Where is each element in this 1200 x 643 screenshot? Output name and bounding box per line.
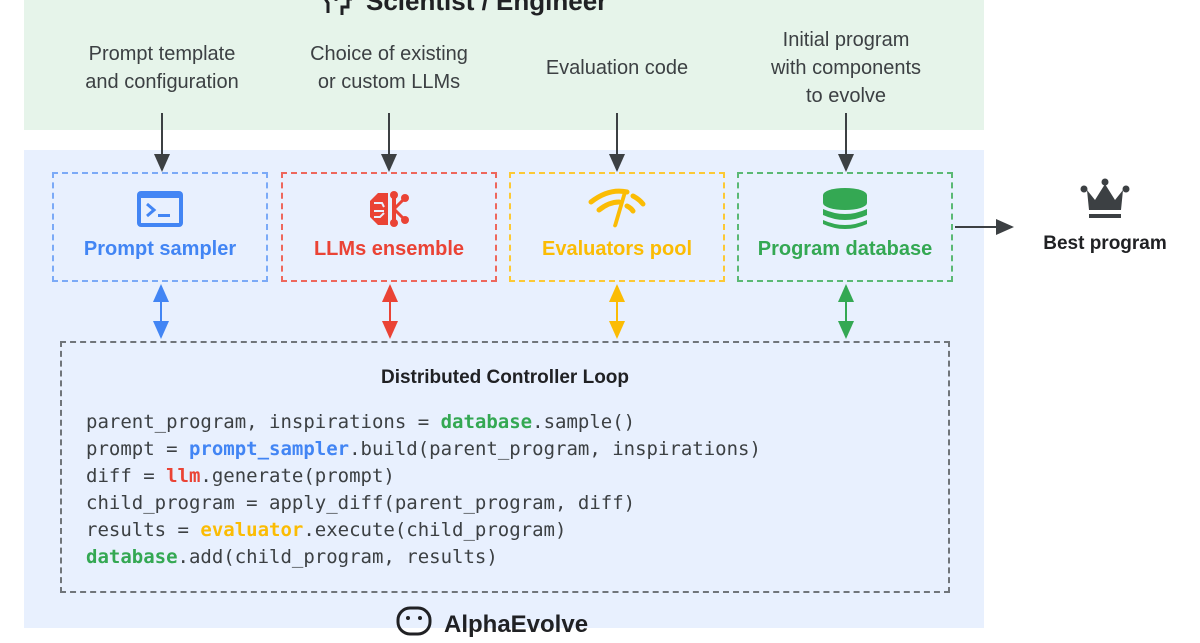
alphaevolve-panel bbox=[24, 150, 984, 628]
program-database-box: Program database bbox=[737, 172, 953, 282]
best-program-label: Best program bbox=[1043, 233, 1167, 254]
controller-loop-title: Distributed Controller Loop bbox=[380, 367, 630, 388]
ai-brain-icon bbox=[366, 188, 412, 230]
code-text: results = bbox=[86, 519, 201, 541]
evaluators-pool-box: Evaluators pool bbox=[509, 172, 725, 282]
terminal-icon bbox=[135, 188, 185, 230]
code-text: .sample() bbox=[532, 411, 636, 433]
code-keyword: database bbox=[86, 546, 178, 568]
input-label-eval: Evaluation code bbox=[507, 54, 727, 82]
input-label-line: Choice of existing bbox=[310, 43, 468, 65]
input-label-llm: Choice of existing or custom LLMs bbox=[279, 40, 499, 96]
program-database-label: Program database bbox=[757, 238, 933, 260]
best-program: Best program bbox=[1030, 178, 1180, 255]
code-keyword: prompt_sampler bbox=[188, 438, 350, 460]
database-icon bbox=[821, 188, 869, 230]
code-keyword: database bbox=[440, 411, 533, 433]
input-label-program: Initial program with components to evolve bbox=[736, 26, 956, 110]
code-keyword: evaluator bbox=[200, 519, 304, 541]
code-text: .generate(prompt) bbox=[200, 465, 395, 487]
code-text: .execute(child_program) bbox=[303, 519, 567, 541]
prompt-sampler-box: Prompt sampler bbox=[52, 172, 268, 282]
llms-ensemble-label: LLMs ensemble bbox=[313, 238, 465, 260]
code-text: prompt = bbox=[86, 438, 189, 460]
connectors bbox=[153, 113, 1014, 339]
input-label-line: Prompt template bbox=[88, 43, 236, 65]
code-line: prompt = prompt_sampler.build(parent_pro… bbox=[86, 436, 761, 463]
code-text: child_program = apply_diff(parent_progra… bbox=[86, 492, 636, 514]
code-text: parent_program, inspirations = bbox=[86, 411, 441, 433]
scientist-engineer-title: Scientist / Engineer bbox=[320, 0, 607, 16]
input-label-prompt: Prompt template and configuration bbox=[52, 40, 272, 96]
gauge-icon bbox=[587, 188, 647, 230]
input-label-line: to evolve bbox=[805, 85, 887, 107]
input-label-line: with components bbox=[770, 57, 922, 79]
scientist-engineer-panel bbox=[24, 0, 984, 130]
crown-icon bbox=[1030, 178, 1180, 225]
code-keyword: llm bbox=[166, 465, 201, 487]
code-text: .build(parent_program, inspirations) bbox=[349, 438, 761, 460]
llms-ensemble-box: LLMs ensemble bbox=[281, 172, 497, 282]
code-line: results = evaluator.execute(child_progra… bbox=[86, 517, 761, 544]
input-label-line: Initial program bbox=[782, 29, 910, 51]
code-text: .add(child_program, results) bbox=[177, 546, 498, 568]
controller-loop-box: Distributed Controller Loop parent_progr… bbox=[60, 341, 950, 593]
code-line: parent_program, inspirations = database.… bbox=[86, 409, 761, 436]
evaluators-pool-label: Evaluators pool bbox=[541, 238, 693, 260]
code-text: diff = bbox=[86, 465, 167, 487]
code-line: diff = llm.generate(prompt) bbox=[86, 463, 761, 490]
input-label-line: and configuration bbox=[85, 71, 239, 93]
head-puzzle-icon bbox=[320, 0, 354, 22]
input-label-line: or custom LLMs bbox=[317, 71, 461, 93]
prompt-sampler-label: Prompt sampler bbox=[83, 238, 237, 260]
input-label-line: Evaluation code bbox=[545, 57, 689, 79]
code-line: child_program = apply_diff(parent_progra… bbox=[86, 490, 761, 517]
code-line: database.add(child_program, results) bbox=[86, 544, 761, 571]
controller-loop-code: parent_program, inspirations = database.… bbox=[86, 409, 761, 571]
